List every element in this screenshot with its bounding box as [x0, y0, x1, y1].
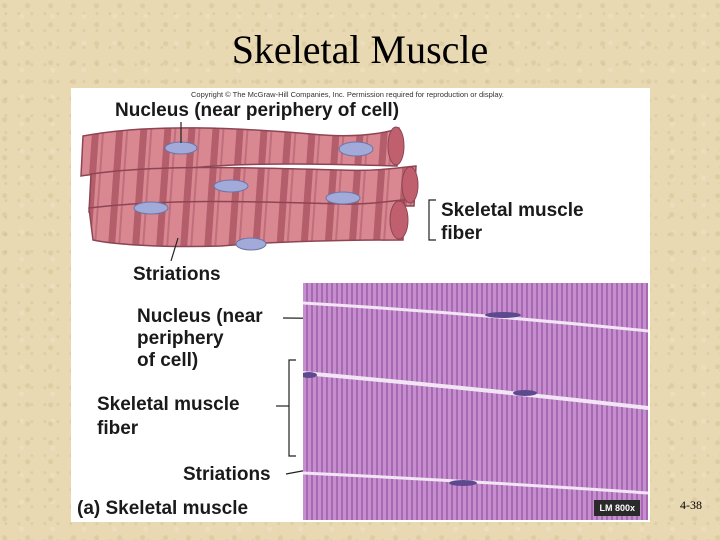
- micro-nucleus-4: [449, 480, 477, 486]
- magnification-badge: LM 800x: [594, 500, 640, 516]
- label-striations-drawing: Striations: [133, 264, 221, 285]
- fiber-end-bottom: [389, 200, 409, 240]
- label-nucleus-drawing: Nucleus (near periphery of cell): [115, 100, 400, 121]
- label-nucleus-micro-3: of cell): [137, 350, 199, 371]
- fiber-boundary-1: [303, 301, 648, 333]
- fiber-boundary-2: [303, 371, 648, 410]
- fiber-end-middle: [401, 166, 419, 204]
- nucleus-4: [325, 191, 361, 205]
- nucleus-1: [164, 141, 198, 155]
- label-fiber-micro-2: fiber: [97, 418, 139, 439]
- nucleus-2: [338, 141, 374, 157]
- bracket-fiber-micro: [288, 359, 296, 457]
- copyright-notice: Copyright © The McGraw-Hill Companies, I…: [191, 90, 504, 99]
- label-striations-micro: Striations: [183, 464, 271, 485]
- label-nucleus-micro-1: Nucleus (near: [137, 306, 263, 327]
- nucleus-3: [213, 179, 249, 193]
- nucleus-5: [133, 201, 169, 215]
- label-fiber-drawing-1: Skeletal muscle: [441, 200, 584, 221]
- slide-title: Skeletal Muscle: [231, 27, 489, 72]
- label-fiber-drawing-2: fiber: [441, 223, 483, 244]
- label-nucleus-micro-2: periphery: [137, 328, 224, 349]
- light-micrograph: LM 800x: [303, 283, 648, 520]
- figure-panel: Copyright © The McGraw-Hill Companies, I…: [71, 88, 650, 522]
- micro-nucleus-2: [303, 372, 317, 378]
- micro-nucleus-3: [513, 390, 537, 396]
- muscle-fiber-bottom: [88, 199, 405, 248]
- bracket-fiber-drawing: [428, 199, 436, 241]
- figure-caption: (a) Skeletal muscle: [77, 498, 249, 519]
- leader-striations-drawing: [170, 237, 179, 262]
- nucleus-6: [235, 237, 267, 251]
- label-fiber-micro-1: Skeletal muscle: [97, 394, 240, 415]
- fiber-end-top: [387, 126, 405, 166]
- micro-nucleus-1: [485, 312, 521, 318]
- page-number: 4-38: [680, 498, 702, 512]
